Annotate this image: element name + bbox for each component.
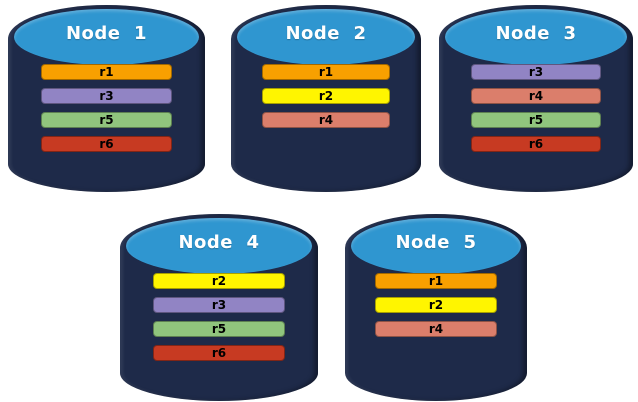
node-title: Node 2	[285, 23, 367, 44]
replica-bar-r6: r6	[152, 345, 286, 361]
replica-bar-r4: r4	[375, 321, 497, 337]
node-title: Node 4	[178, 232, 260, 253]
database-node-1: Node 1 r1 r3 r5 r6	[8, 5, 205, 192]
cylinder-top-ellipse	[126, 218, 312, 274]
database-node-5: Node 5 r1 r2 r4	[345, 214, 527, 401]
replica-bar-r2: r2	[152, 273, 286, 289]
replica-bar-r5: r5	[40, 112, 173, 128]
database-node-4: Node 4 r2 r3 r5 r6	[120, 214, 318, 401]
replica-bar-r3: r3	[471, 64, 601, 80]
cylinder-top-ellipse	[237, 9, 415, 65]
replica-bar-r4: r4	[471, 88, 601, 104]
replica-list: r1 r2 r4	[231, 64, 421, 128]
replica-bar-r2: r2	[262, 88, 390, 104]
replica-bar-r2: r2	[375, 297, 497, 313]
replica-bar-r1: r1	[262, 64, 390, 80]
node-title: Node 1	[65, 23, 148, 44]
node-title: Node 3	[495, 23, 577, 44]
replica-list: r1 r2 r4	[345, 273, 527, 337]
replica-bar-r4: r4	[262, 112, 390, 128]
cylinder-top-ellipse	[351, 218, 521, 274]
node-title: Node 5	[395, 232, 477, 253]
replica-bar-r1: r1	[375, 273, 497, 289]
replica-list: r2 r3 r5 r6	[120, 273, 318, 361]
replica-bar-r3: r3	[40, 88, 173, 104]
replica-bar-r5: r5	[152, 321, 286, 337]
database-node-2: Node 2 r1 r2 r4	[231, 5, 421, 192]
replica-list: r1 r3 r5 r6	[8, 64, 205, 152]
replica-bar-r6: r6	[40, 136, 173, 152]
database-node-3: Node 3 r3 r4 r5 r6	[439, 5, 633, 192]
cylinder-top-ellipse	[14, 9, 199, 65]
replica-list: r3 r4 r5 r6	[439, 64, 633, 152]
replica-bar-r6: r6	[471, 136, 601, 152]
replica-bar-r5: r5	[471, 112, 601, 128]
replica-bar-r1: r1	[40, 64, 173, 80]
replica-bar-r3: r3	[152, 297, 286, 313]
cylinder-top-ellipse	[445, 9, 627, 65]
